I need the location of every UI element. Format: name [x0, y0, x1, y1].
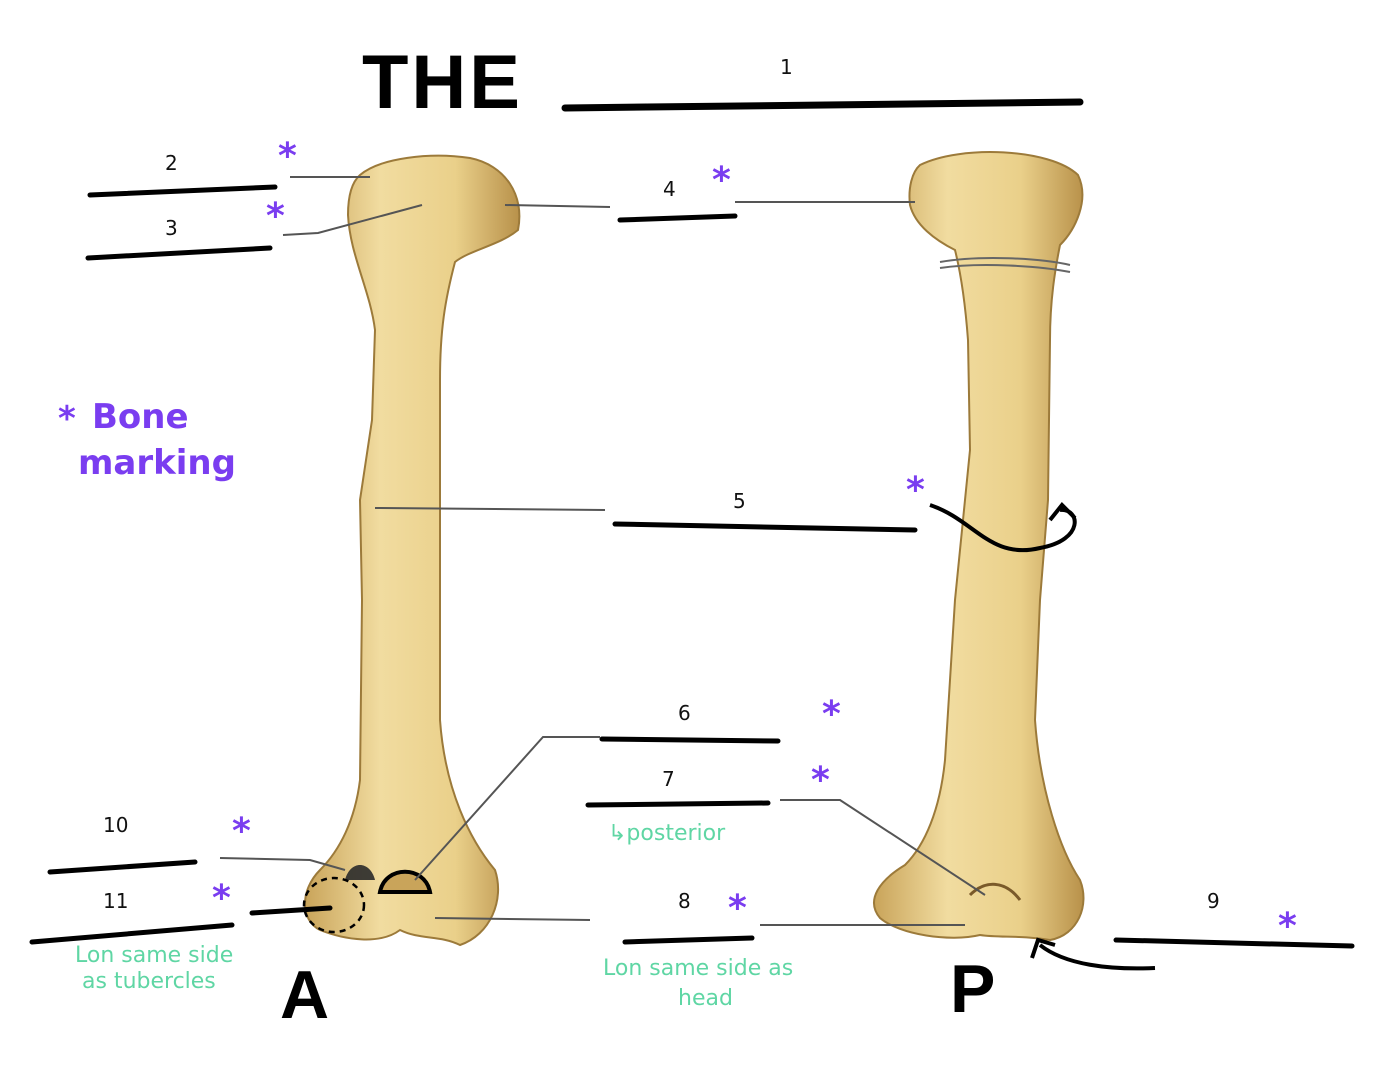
arrow-icon — [1038, 943, 1156, 971]
note-same-side-head-2: head — [678, 986, 733, 1011]
legend-line-1: Bone — [92, 397, 189, 437]
blank-number-9: 9 — [1207, 889, 1220, 913]
blank-number-11: 11 — [103, 889, 128, 913]
bone-marking-star: * — [811, 760, 830, 801]
blank-number-8: 8 — [678, 889, 691, 913]
note-same-side-head-1: Lon same side as — [603, 956, 793, 981]
posterior-humerus — [873, 151, 1085, 942]
answer-line-11 — [29, 922, 235, 945]
answer-line-8 — [622, 935, 755, 945]
bone-marking-star: * — [712, 160, 731, 201]
bone-marking-star: * — [278, 136, 297, 177]
note-same-side-tubercles-2: as tubercles — [82, 969, 216, 994]
bone-marking-star: * — [906, 470, 925, 511]
blank-number-1: 1 — [780, 55, 793, 79]
answer-line-4 — [617, 213, 738, 223]
answer-line-1 — [561, 98, 1084, 112]
answer-line-7 — [585, 800, 771, 808]
note-posterior: ↳posterior — [608, 821, 726, 846]
blank-number-4: 4 — [663, 177, 676, 201]
blank-number-3: 3 — [165, 216, 178, 240]
bone-marking-star: * — [232, 811, 251, 852]
blank-number-7: 7 — [662, 767, 675, 791]
legend-star: * — [58, 399, 76, 439]
leader-lines — [219, 176, 986, 926]
view-label-posterior: P — [950, 951, 995, 1027]
note-same-side-tubercles-1: Lon same side — [75, 943, 233, 968]
answer-line-3 — [85, 245, 273, 261]
blank-number-5: 5 — [733, 489, 746, 513]
bone-marking-legend: * Bone marking — [58, 397, 236, 483]
answer-line-5 — [612, 521, 918, 533]
blank-number-6: 6 — [678, 701, 691, 725]
anterior-humerus — [302, 154, 521, 947]
view-label-anterior: A — [280, 957, 329, 1033]
bone-marking-star: * — [728, 888, 747, 929]
legend-line-2: marking — [78, 443, 236, 483]
answer-line-10 — [47, 859, 198, 875]
bone-marking-star: * — [822, 694, 841, 735]
blank-number-2: 2 — [165, 151, 178, 175]
answer-line-6 — [599, 736, 781, 744]
answer-line-9 — [1113, 937, 1355, 949]
title-text: THE — [362, 40, 523, 125]
answer-line-2 — [87, 184, 278, 198]
bone-marking-star: * — [266, 196, 285, 237]
bone-marking-star: * — [1278, 906, 1297, 947]
bone-marking-star: * — [212, 878, 231, 919]
blank-number-10: 10 — [103, 813, 128, 837]
